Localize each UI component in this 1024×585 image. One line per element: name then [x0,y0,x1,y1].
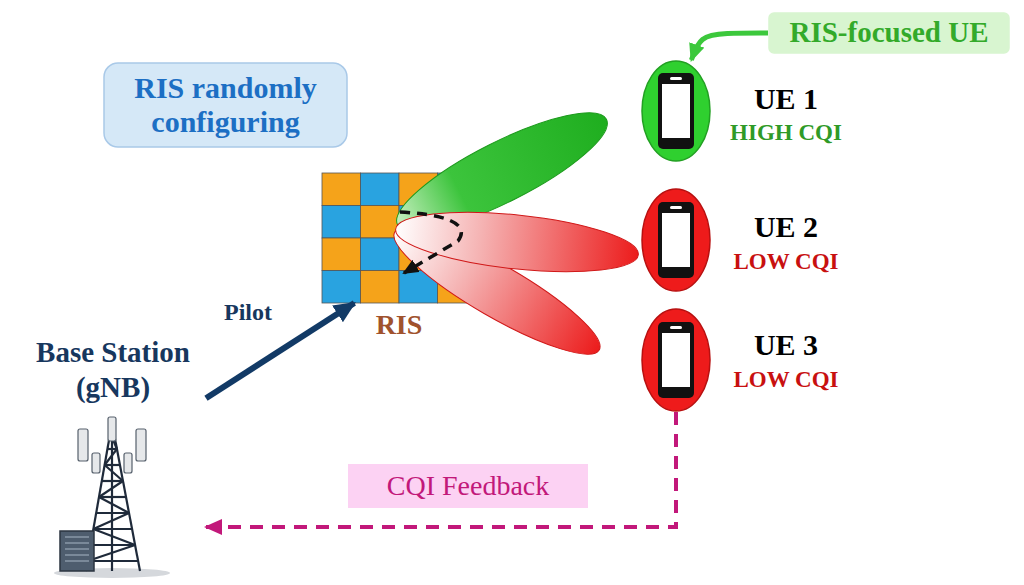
ris-element [322,238,361,271]
tower-truss [93,529,135,545]
ris-element [438,271,477,304]
equipment-cabinet [60,531,94,571]
antenna-panel [136,429,146,461]
tower-truss [93,528,132,530]
cabinet-vent [65,548,89,550]
ris-element [399,238,438,271]
ris-panel: RIS [322,173,476,303]
ue-ellipse: UE 2LOW CQI [641,188,711,292]
box-outline [769,13,1009,53]
cabinet-vent [65,554,89,556]
ue-ellipse-shape [641,60,711,162]
ue-ellipse: UE 1HIGH CQI [641,60,711,162]
tower-truss [91,544,136,546]
tower-truss [93,513,129,529]
phone-speaker [670,206,682,209]
ue-ellipse-outline [642,309,710,411]
box-outline [104,63,347,147]
tower-truss [96,512,129,514]
edge-label: Pilot [210,296,286,328]
phone-speaker [670,77,682,80]
ris-label: RIS [349,309,449,341]
feedback-arrow [206,412,676,527]
phone-screen [662,333,690,387]
ue-label: UE 1 [706,82,866,117]
phone-screen [662,213,690,267]
cqi-label: LOW CQI [706,249,866,275]
ris-element [438,238,477,271]
ris-element [399,173,438,206]
note-text: RIS randomly configuring [103,62,348,148]
callout-box: RIS-focused UE [768,12,1010,54]
tower-truss [105,465,123,481]
cabinet-vent [65,536,89,538]
ue-ellipse: UE 3LOW CQI [641,308,711,412]
phone-body [658,73,694,149]
callout-text: RIS-focused UE [768,12,1010,54]
tower-truss [88,545,135,561]
tower-truss [99,497,129,513]
phone-body [658,322,694,398]
ris-panel-shape [322,173,476,303]
ris-element [322,173,361,206]
ue-label: UE 3 [706,328,866,363]
ris-element [322,271,361,304]
scattered-beam [393,202,641,281]
pointer-arrow [691,33,768,60]
cabinet-vent [65,542,89,544]
ris-element [361,173,400,206]
tower-truss [105,449,117,465]
ris-element [361,238,400,271]
station-label: Base Station (gNB) [20,335,206,406]
ue-ellipse-shape [641,308,711,412]
phone-speaker [670,326,682,329]
cqi-label: HIGH CQI [706,120,866,146]
ue-ellipse-shape [641,188,711,292]
ris-element [361,206,400,239]
phone-screen [662,84,690,138]
ue-label: UE 2 [706,210,866,245]
ris-element [438,173,477,206]
antenna-panel [78,429,88,461]
tower-truss [88,560,138,562]
edge-label: CQI Feedback [348,464,588,508]
ris-element [361,271,400,304]
tower-truss [99,496,126,498]
ris-element [322,206,361,239]
antenna-panel [92,453,100,473]
ris-element [438,206,477,239]
base-station: Base Station (gNB) [20,335,206,578]
tower-icon [54,417,170,578]
antenna-panel [124,453,132,473]
tower-truss [102,480,123,482]
ris-element [399,271,438,304]
note-box: RIS randomly configuring [103,62,348,148]
ue-ellipse-outline [642,189,710,291]
antenna-panel [108,417,116,441]
cqi-label: LOW CQI [706,367,866,393]
phone-body [658,202,694,278]
focused-beam [384,92,620,251]
cabinet-vent [65,560,89,562]
ris-element [399,206,438,239]
tower-truss [99,481,123,497]
ue-ellipse-outline [642,61,710,161]
